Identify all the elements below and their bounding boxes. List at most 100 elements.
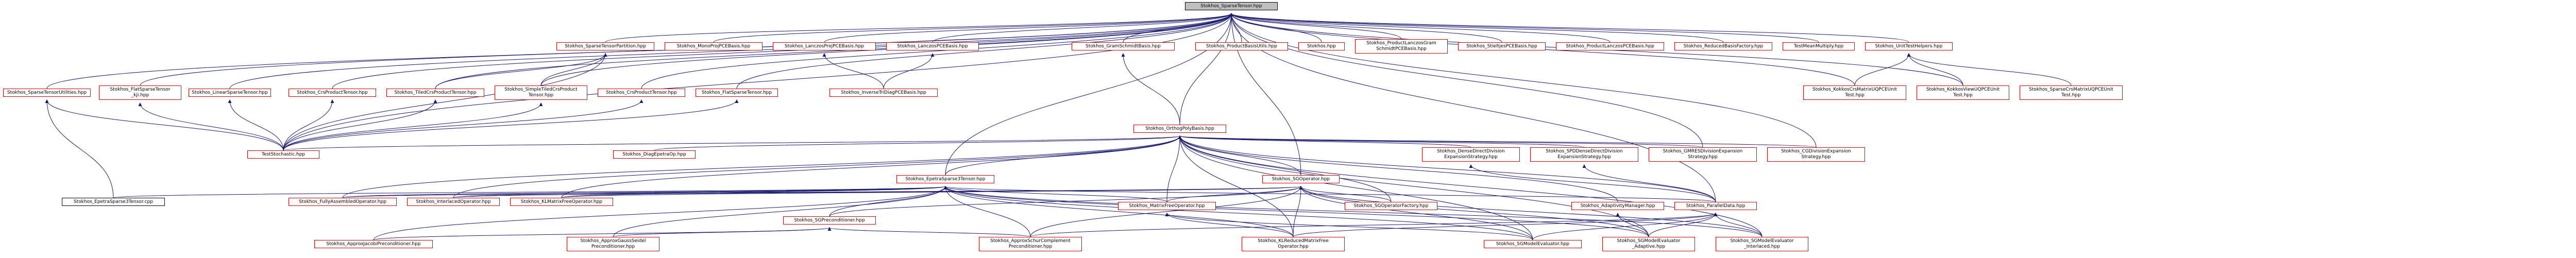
edge-ortho_poly_basis-to-gmres_division [1178, 135, 1703, 148]
node-product-basis-utils[interactable]: Stokhos_ProductBasisUtils.hpp [1195, 42, 1288, 50]
edge-ortho_poly_basis-to-fully_assembled_operator [342, 135, 1182, 198]
edge-root-to-reduced_basis_factory [1229, 13, 1724, 43]
edge-root-to-ortho_poly_basis [1179, 13, 1233, 125]
edge-lanczos_pce_basis-to-inverse_tri_diag_pce_basis [883, 53, 935, 89]
edge-ortho_poly_basis-to-sg_operator_factory [1178, 135, 1392, 202]
node-approx-gauss-seidel-preconditioner[interactable]: Stokhos_ApproxGaussSeidel Preconditioner… [567, 237, 659, 251]
edge-adaptivity_manager-to-sg_model_evaluator_adaptive [1616, 213, 1649, 237]
edge-ortho_poly_basis-to-diag_epetra_op [654, 135, 1182, 151]
edge-ortho_poly_basis-to-kl_matrix_free_operator [561, 135, 1182, 198]
edge-root-to-product_lanczos_pce_basis [1229, 13, 1611, 43]
node-matrix-free-operator[interactable]: Stokhos_MatrixFreeOperator.hpp [1118, 202, 1216, 210]
edge-root-to-sg_operator [1229, 13, 1301, 176]
node-test-stochastic[interactable]: TestStochastic.hpp [247, 150, 319, 159]
node-lanczos-proj-pce-basis[interactable]: Stokhos_LanczosProjPCEBasis.hpp [773, 42, 876, 50]
node-spd-dense-direct-division[interactable]: Stokhos_SPDDenseDirectDivision Expansion… [1530, 147, 1638, 162]
edge-sparse_tensor_utilities-to-epetra_sparse3_tensor_cpp [45, 99, 114, 198]
node-reduced-basis-factory[interactable]: Stokhos_ReducedBasisFactory.hpp [1674, 42, 1772, 50]
edge-sparse_tensor_partition-to-tiled_crs_product_tensor [435, 53, 607, 89]
node-crs-product-tensor[interactable]: Stokhos_CrsProductTensor.hpp [289, 89, 376, 97]
edge-ortho_poly_basis-to-sg_model_evaluator_interlaced [1178, 135, 1762, 237]
node-approx-jacobi-preconditioner[interactable]: Stokhos_ApproxJacobiPreconditioner.hpp [314, 240, 433, 248]
edge-matrix_free_operator-to-kl_reduced_matrix_free_operator [1165, 213, 1294, 237]
node-test-mean-multiply[interactable]: TestMeanMultiply.hpp [1783, 42, 1855, 50]
edge-ortho_poly_basis-to-epetra_sparse3_tensor [945, 135, 1182, 176]
node-simple-tiled-crs-product-tensor[interactable]: Stokhos_SimpleTiledCrsProduct Tensor.hpp [495, 85, 587, 100]
edge-sparse_tensor_partition-to-simple_tiled_crs_product_tensor [540, 53, 607, 86]
edge-sg_operator-to-approx_schur_complement_preconditioner [1030, 186, 1303, 237]
node-linear-sparse-tensor[interactable]: Stokhos_LinearSparseTensor.hpp [189, 89, 271, 97]
node-kl-reduced-matrix-free-operator[interactable]: Stokhos_KLReducedMatrixFree Operator.hpp [1242, 237, 1345, 251]
node-stokhos-hpp[interactable]: Stokhos.hpp [1298, 42, 1345, 50]
edge-sg_operator-to-sg_model_evaluator_adaptive [1299, 186, 1649, 237]
edge-root-to-cg_division [1229, 13, 1817, 148]
node-sg-model-evaluator-adaptive[interactable]: Stokhos_SGModelEvaluator _Adaptive.hpp [1602, 237, 1695, 251]
edge-unit_test_helpers-to-kokkos_crs_matrix_uq_pce_unit [1854, 53, 1911, 86]
node-diag-epetra-op[interactable]: Stokhos_DiagEpetraOp.hpp [613, 150, 696, 159]
node-unit-test-helpers[interactable]: Stokhos_UnitTestHelpers.hpp [1865, 42, 1953, 50]
edge-ortho_poly_basis-to-sg_model_evaluator_adaptive [1178, 135, 1649, 237]
node-gram-schmidt-basis[interactable]: Stokhos_GramSchmidtBasis.hpp [1072, 42, 1175, 50]
node-crs-product-tensor-b[interactable]: Stokhos_CrsProductTensor.hpp [598, 89, 685, 97]
node-flat-sparse-tensor[interactable]: Stokhos_FlatSparseTensor.hpp [696, 89, 778, 97]
edge-root-to-linear_sparse_tensor [229, 13, 1233, 89]
edge-linear_sparse_tensor-to-test_stochastic [228, 99, 284, 151]
node-dense-direct-division[interactable]: Stokhos_DenseDirectDivision ExpansionStr… [1422, 147, 1520, 162]
node-gmres-division[interactable]: Stokhos_GMRESDivisionExpansion Strategy.… [1649, 147, 1757, 162]
node-sg-model-evaluator-interlaced[interactable]: Stokhos_SGModelEvaluator _Interlaced.hpp [1716, 237, 1808, 251]
edge-ortho_poly_basis-to-parallel_data [1178, 135, 1716, 202]
edge-sg_operator-to-kl_reduced_matrix_free_operator [1293, 186, 1303, 237]
edge-root-to-gmres_division [1229, 13, 1703, 148]
edge-root-to-sparse_tensor_partition [605, 13, 1233, 43]
node-kl-matrix-free-operator[interactable]: Stokhos_KLMatrixFreeOperator.hpp [510, 198, 613, 206]
edge-root-to-unit_test_helpers [1229, 13, 1909, 43]
edge-epetra_sparse3_tensor-to-epetra_sparse3_tensor_cpp [113, 186, 947, 198]
node-orthog-poly-basis[interactable]: Stokhos_OrthogPolyBasis.hpp [1133, 125, 1226, 133]
edge-root-to-lanczos_pce_basis [932, 13, 1233, 43]
node-adaptivity-manager[interactable]: Stokhos_AdaptivityManager.hpp [1571, 202, 1664, 210]
node-sg-operator-factory[interactable]: Stokhos_SGOperatorFactory.hpp [1345, 202, 1437, 210]
edge-epetra_sparse3_tensor-to-matrix_free_operator [943, 186, 1167, 202]
node-sg-operator[interactable]: Stokhos_SGOperator.hpp [1262, 175, 1340, 183]
node-parallel-data[interactable]: Stokhos_ParallelData.hpp [1674, 202, 1757, 210]
node-epetra-sparse3-tensor-cpp[interactable]: Stokhos_EpetraSparse3Tensor.cpp [62, 198, 165, 206]
edge-simple_tiled_crs_product_tensor-to-test_stochastic [283, 102, 543, 151]
edge-sg_operator-to-interlaced_operator [453, 186, 1302, 198]
edge-ortho_poly_basis-to-kl_reduced_matrix_free_operator [1178, 135, 1294, 237]
edge-ortho_poly_basis-to-sg_operator [1178, 135, 1301, 176]
edge-unit_test_helpers-to-kokkos_view_uq_pce_unit [1907, 53, 1963, 86]
edge-root-to-stieltjes_pce_basis [1229, 13, 1502, 43]
edge-ortho_poly_basis-to-dense_direct_division [1178, 135, 1471, 148]
node-kokkos-crs-matrix-uq-pce-unit[interactable]: Stokhos_KokkosCrsMatrixUQPCEUnit Test.hp… [1803, 85, 1906, 100]
node-cg-division[interactable]: Stokhos_CGDivisionExpansion Strategy.hpp [1767, 147, 1865, 162]
node-flat-sparse-tensor-kji[interactable]: Stokhos_FlatSparseTensor _kji.hpp [99, 85, 181, 100]
node-tiled-crs-product-tensor[interactable]: Stokhos_TiledCrsProductTensor.hpp [386, 89, 484, 97]
edge-ortho_poly_basis-to-spd_dense_direct_division [1178, 135, 1585, 148]
node-product-lanczos-pce-basis[interactable]: Stokhos_ProductLanczosPCEBasis.hpp [1556, 42, 1664, 50]
edge-dense_direct_division-to-parallel_data [1469, 164, 1716, 202]
node-stieltjes-pce-basis[interactable]: Stokhos_StieltjesPCEBasis.hpp [1458, 42, 1546, 50]
node-fully-assembled-operator[interactable]: Stokhos_FullyAssembledOperator.hpp [289, 198, 397, 206]
node-epetra-sparse3-tensor[interactable]: Stokhos_EpetraSparse3Tensor.hpp [896, 175, 994, 183]
node-sparse-tensor-utilities[interactable]: Stokhos_SparseTensorUtilities.hpp [3, 89, 91, 97]
node-kokkos-view-uq-pce-unit[interactable]: Stokhos_KokkosViewUQPCEUnit Test.hpp [1917, 85, 2009, 100]
node-inverse-tri-diag-pce-basis[interactable]: Stokhos_InverseTriDiagPCEBasis.hpp [829, 89, 938, 97]
node-lanczos-pce-basis[interactable]: Stokhos_LanczosPCEBasis.hpp [886, 42, 979, 50]
edge-epetra_sparse3_tensor-to-kl_reduced_matrix_free_operator [943, 186, 1294, 237]
node-root: Stokhos_SparseTensor.hpp [1185, 2, 1278, 10]
node-sparse-tensor-partition[interactable]: Stokhos_SparseTensorPartition.hpp [556, 42, 654, 50]
edge-ortho_poly_basis-to-matrix_free_operator [1166, 135, 1182, 202]
node-sparse-crs-matrix-uq-pce-unit[interactable]: Stokhos_SparseCrsMatrixUQPCEUnit Test.hp… [2020, 85, 2123, 100]
edge-epetra_sparse3_tensor-to-parallel_data [944, 186, 1716, 202]
node-product-lanczos-gram-schmidt[interactable]: Stokhos_ProductLanczosGram SchmidtPCEBas… [1355, 39, 1448, 54]
node-sg-model-evaluator[interactable]: Stokhos_SGModelEvaluator.hpp [1484, 240, 1582, 248]
node-monoproj-pce-basis[interactable]: Stokhos_MonoProjPCEBasis.hpp [665, 42, 762, 50]
node-approx-schur-complement-preconditioner[interactable]: Stokhos_ApproxSchurComplement Preconditi… [979, 237, 1082, 251]
edge-root-to-product_lanczos_gram_schmidt [1229, 13, 1402, 40]
node-interlaced-operator[interactable]: Stokhos_InterlacedOperator.hpp [407, 198, 500, 206]
edge-root-to-simple_tiled_crs_product_tensor [540, 13, 1233, 86]
node-sg-preconditioner[interactable]: Stokhos_SGPreconditioner.hpp [783, 216, 876, 225]
edge-root-to-tiled_crs_product_tensor [435, 13, 1233, 89]
edge-grams_ortho_poly_basis-to-ortho_poly_basis [1121, 53, 1180, 125]
